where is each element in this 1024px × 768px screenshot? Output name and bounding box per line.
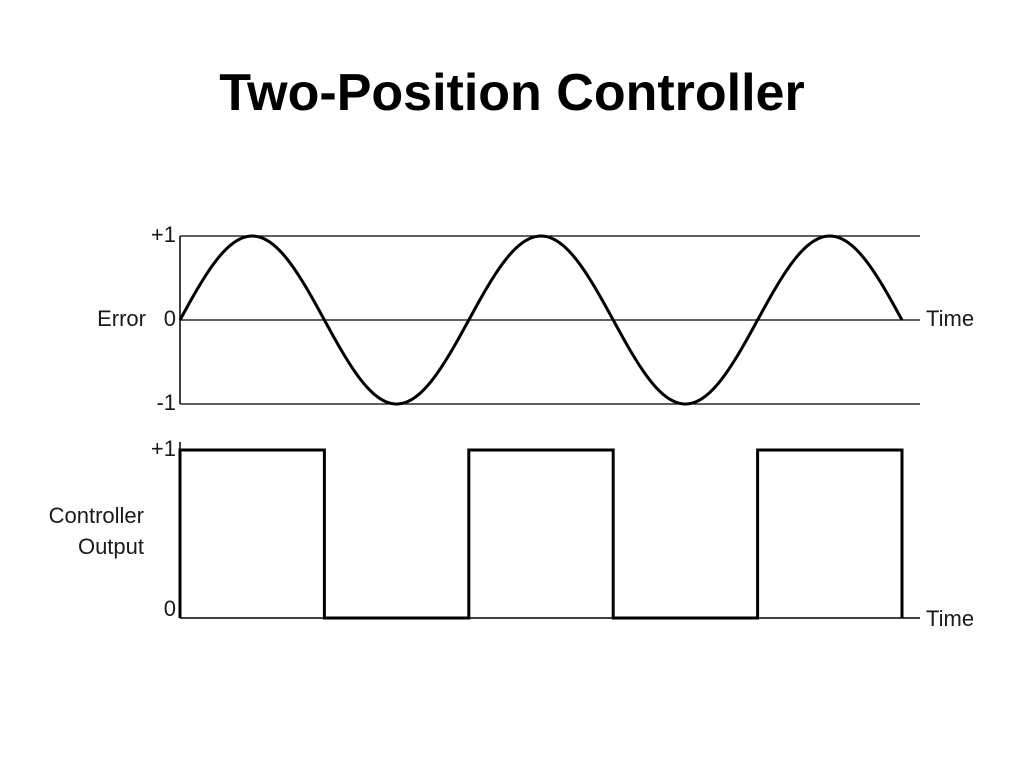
error-y-label: Error [97,306,146,331]
output-time-label: Time [926,606,974,631]
output-tick-label: 0 [164,596,176,621]
output-square-wave [178,448,904,620]
error-sine-curve [178,234,904,406]
output-chart: +1 0 Controller Output Time [49,436,974,631]
error-tick-labels: +1 0 -1 [151,222,176,415]
error-tick-label: +1 [151,222,176,247]
output-tick-label: +1 [151,436,176,461]
error-gridlines [180,235,920,405]
output-tick-labels: +1 0 [151,436,176,621]
error-time-label: Time [926,306,974,331]
error-chart: +1 0 -1 Error Time [97,222,974,415]
error-tick-label: 0 [164,306,176,331]
output-y-label-line-2: Output [78,534,144,559]
output-y-label-line-1: Controller [49,503,144,528]
error-tick-label: -1 [156,390,176,415]
slide-title: Two-Position Controller [219,64,805,122]
